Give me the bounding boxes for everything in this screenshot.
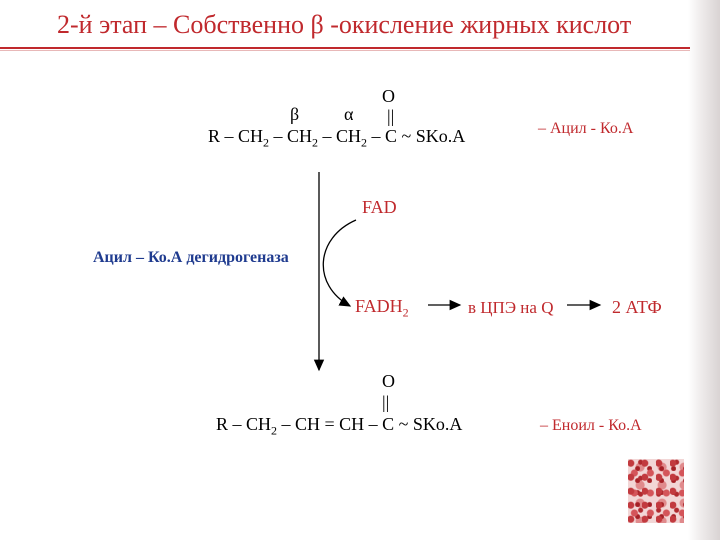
formula-subscript: 2	[271, 423, 278, 438]
title-underline	[0, 47, 690, 49]
title-underline-shadow	[0, 50, 690, 51]
atp-label: 2 АТФ	[612, 297, 662, 317]
fadh2-subscript: 2	[402, 305, 409, 320]
enoyl-coa-formula: R – CH2 – CH = CH – C ~ SKo.A	[216, 414, 462, 439]
formula-segment: – CH = CH – C ~ SKo.A	[277, 414, 463, 434]
right-gradient-strip	[688, 0, 720, 540]
formula-subscript: 2	[263, 135, 270, 150]
formula-segment: R – CH	[208, 126, 264, 146]
top-carbonyl-oxygen: O	[382, 86, 395, 106]
fadh2-label: FADH2	[355, 296, 409, 321]
cofactor-curve-arrow	[322, 219, 357, 307]
formula-subscript: 2	[361, 135, 368, 150]
top-double-bond: ||	[387, 106, 395, 126]
beta-label: β	[290, 104, 300, 124]
decorative-texture-image	[628, 459, 684, 523]
formula-segment: – CH	[269, 126, 313, 146]
acyl-coa-name: – Ацил - Ко.А	[538, 120, 634, 137]
bottom-double-bond: ||	[382, 392, 390, 412]
fadh2-text: FADH	[355, 296, 403, 316]
fad-label: FAD	[362, 197, 397, 217]
acyl-coa-formula: R – CH2 – CH2 – CH2 – C ~ SKo.A	[208, 126, 465, 151]
formula-segment: R – CH	[216, 414, 272, 434]
etc-label: в ЦПЭ на Q	[468, 298, 554, 317]
formula-segment: – C ~ SKo.A	[367, 126, 466, 146]
enoyl-coa-name: – Еноил - Ко.А	[540, 417, 642, 434]
alpha-label: α	[344, 104, 354, 124]
formula-subscript: 2	[312, 135, 319, 150]
formula-segment: – CH	[318, 126, 362, 146]
bottom-carbonyl-oxygen: O	[382, 371, 395, 391]
slide-title: 2-й этап – Собственно β -окисление жирны…	[57, 10, 632, 39]
enzyme-label: Ацил – Ко.А дегидрогеназа	[93, 249, 289, 266]
